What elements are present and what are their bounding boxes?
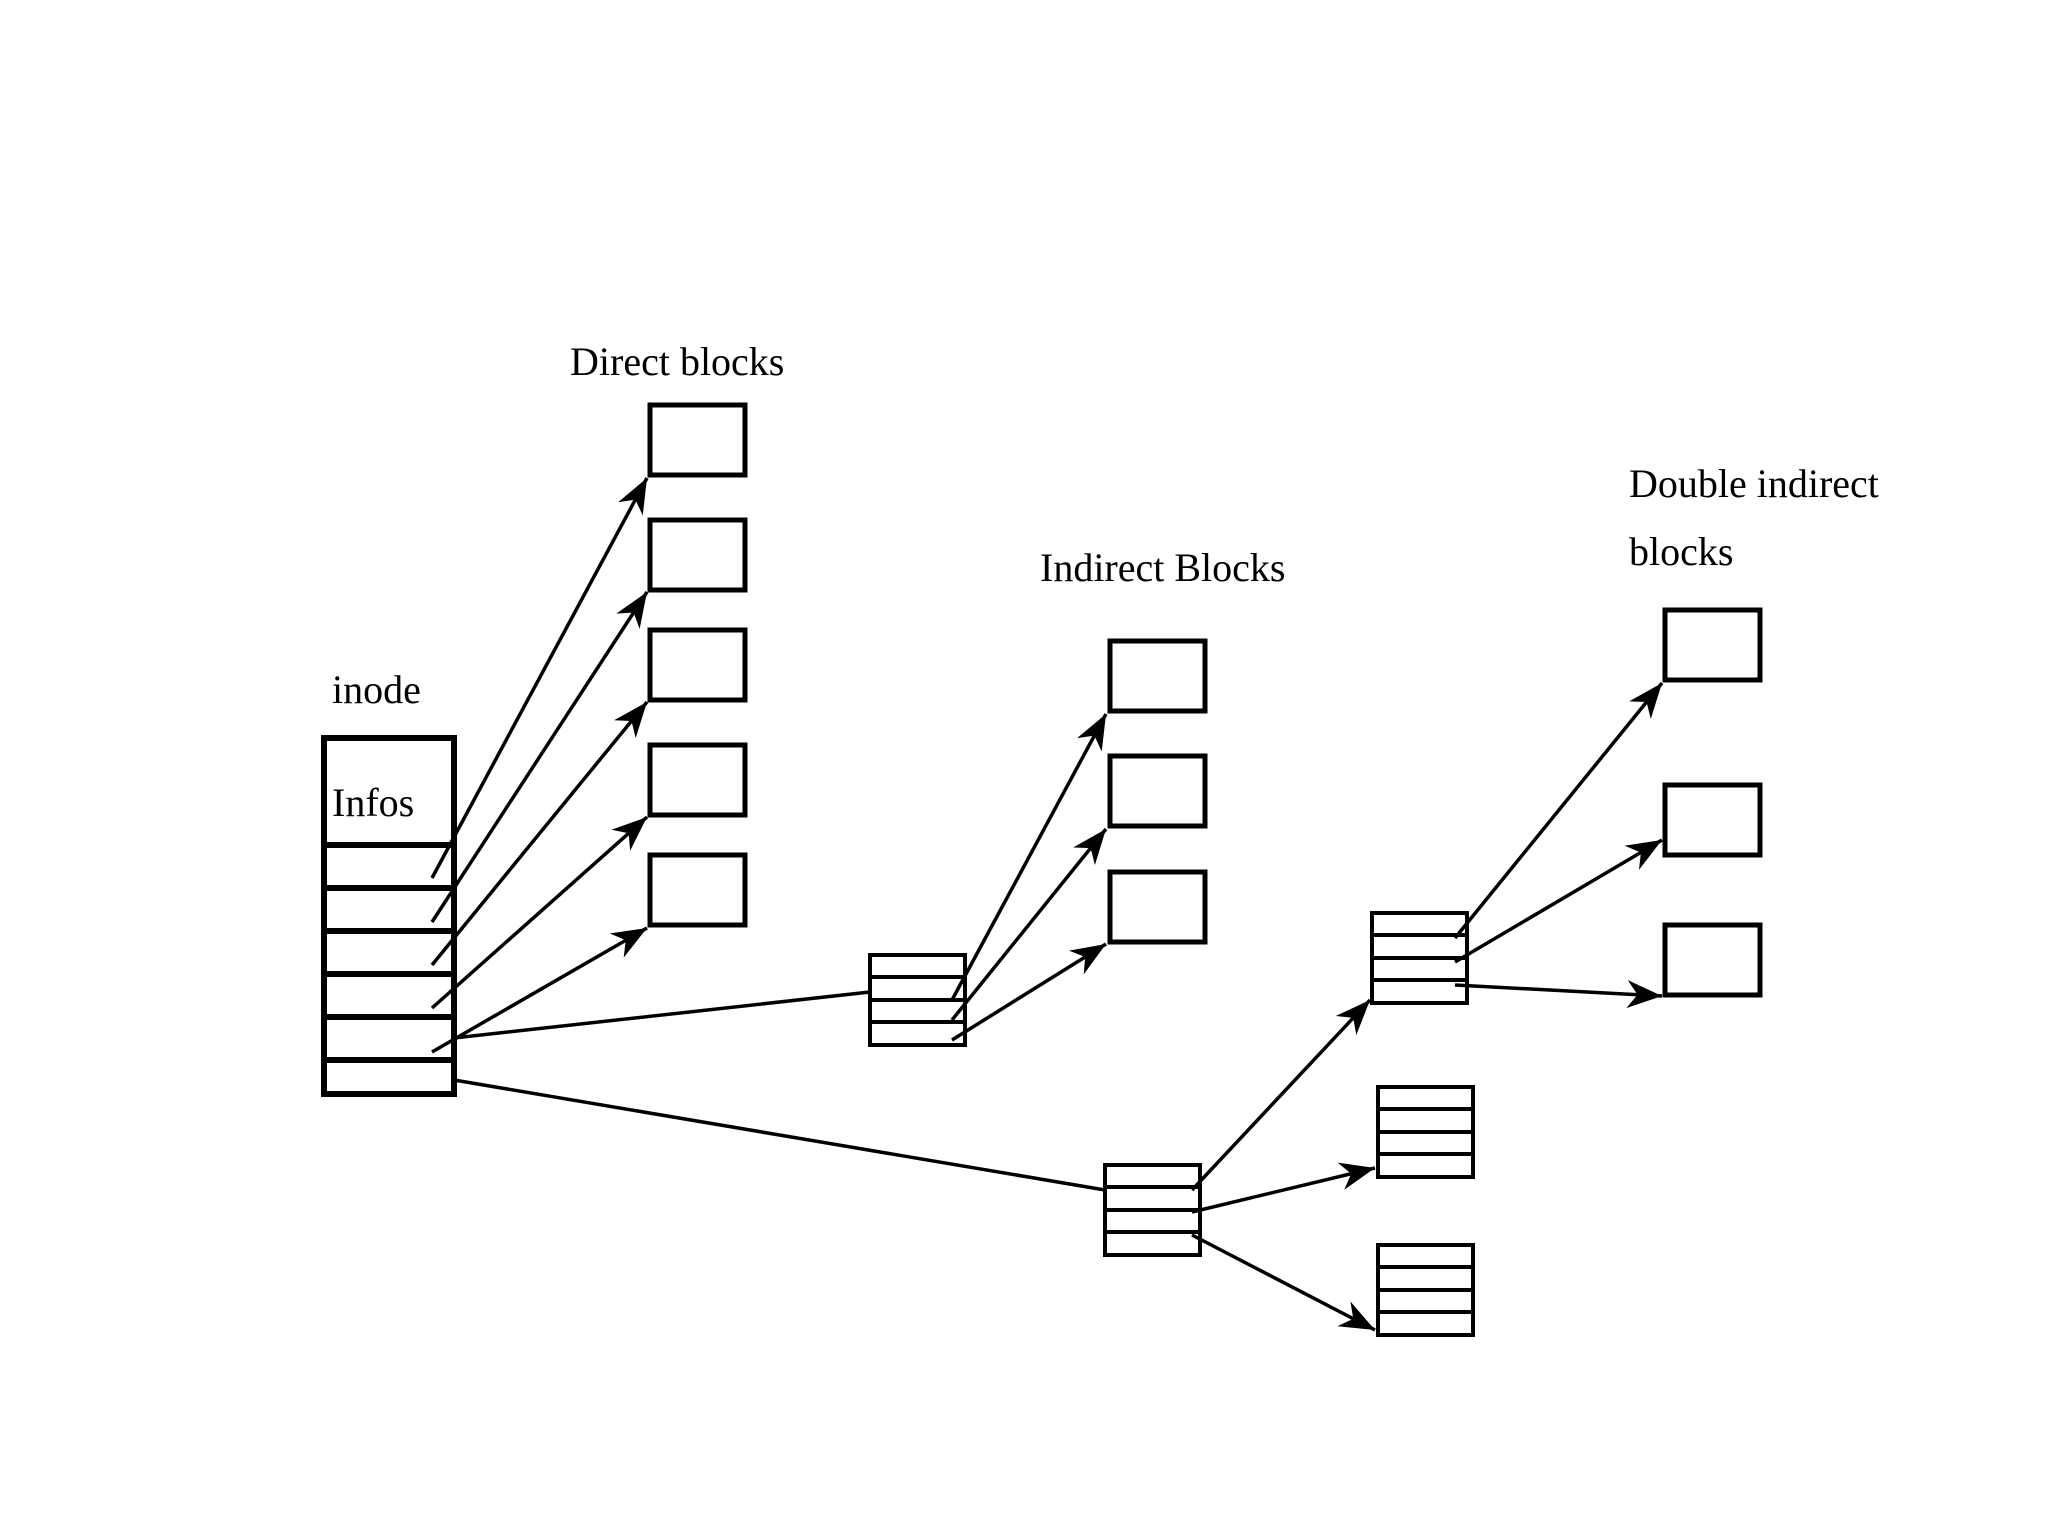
direct-blocks-label: Direct blocks — [570, 339, 784, 384]
arrow-dil1-to-dil2-2 — [1191, 1233, 1376, 1332]
indirect-data-block-0[interactable] — [1107, 638, 1208, 714]
arrow-indirect-to-data-block-0 — [950, 713, 1108, 1001]
double-indirect-data-block-1[interactable] — [1662, 782, 1763, 858]
double-indirect-level2-table-1[interactable] — [1376, 1085, 1475, 1179]
arrow-inode-to-direct-block-4 — [431, 926, 648, 1054]
direct-block-4[interactable] — [647, 852, 748, 928]
double-indirect-data-arrows — [1453, 681, 1664, 1009]
inode-infos-cell-label: Infos — [332, 780, 414, 825]
double-indirect-data-blocks-group[interactable] — [1662, 607, 1763, 998]
indirect-data-block-2[interactable] — [1107, 869, 1208, 945]
arrow-inode-to-direct-block-1 — [430, 591, 649, 923]
direct-block-2[interactable] — [647, 627, 748, 703]
indirect-data-block-1[interactable] — [1107, 753, 1208, 829]
double-indirect-level1-arrows — [1190, 998, 1376, 1332]
double-indirect-level1-table[interactable] — [1103, 1163, 1202, 1257]
indirect-blocks-label: Indirect Blocks — [1040, 545, 1286, 590]
link-inode-to-double-indirect-table — [453, 1078, 1106, 1192]
arrow-inode-to-direct-block-2 — [430, 700, 649, 967]
arrow-inode-to-direct-block-0 — [430, 477, 649, 879]
direct-blocks-group[interactable] — [647, 402, 748, 928]
inode-table[interactable]: Infos — [321, 735, 457, 1097]
arrow-indirect-to-data-block-1 — [950, 827, 1108, 1022]
indirect-data-arrows — [950, 713, 1108, 1042]
direct-block-1[interactable] — [647, 517, 748, 593]
arrow-indirect-to-data-block-2 — [951, 942, 1107, 1042]
arrow-dil2-to-data-block-1 — [1454, 838, 1663, 964]
double-indirect-data-block-0[interactable] — [1662, 607, 1763, 683]
arrow-dil2-to-data-block-2 — [1454, 980, 1663, 1009]
double-indirect-blocks-label-line2: blocks — [1629, 529, 1733, 574]
link-inode-to-indirect-table — [453, 990, 871, 1040]
inode-label: inode — [332, 667, 421, 712]
arrow-dil1-to-dil2-0 — [1190, 998, 1372, 1192]
arrow-dil1-to-dil2-1 — [1191, 1162, 1376, 1214]
arrow-dil2-to-data-block-0 — [1453, 681, 1664, 940]
arrow-inode-to-direct-block-3 — [430, 815, 649, 1010]
inode-table-outline — [321, 735, 457, 1097]
double-indirect-blocks-label-line1: Double indirect — [1629, 461, 1879, 506]
double-indirect-level2-table-2[interactable] — [1376, 1243, 1475, 1337]
direct-pointer-arrows — [430, 477, 649, 1054]
indirect-data-blocks-group[interactable] — [1107, 638, 1208, 945]
double-indirect-data-block-2[interactable] — [1662, 922, 1763, 998]
indirect-pointer-table[interactable] — [868, 953, 967, 1047]
direct-block-3[interactable] — [647, 742, 748, 818]
direct-block-0[interactable] — [647, 402, 748, 478]
double-indirect-level2-table-0[interactable] — [1370, 911, 1469, 1005]
